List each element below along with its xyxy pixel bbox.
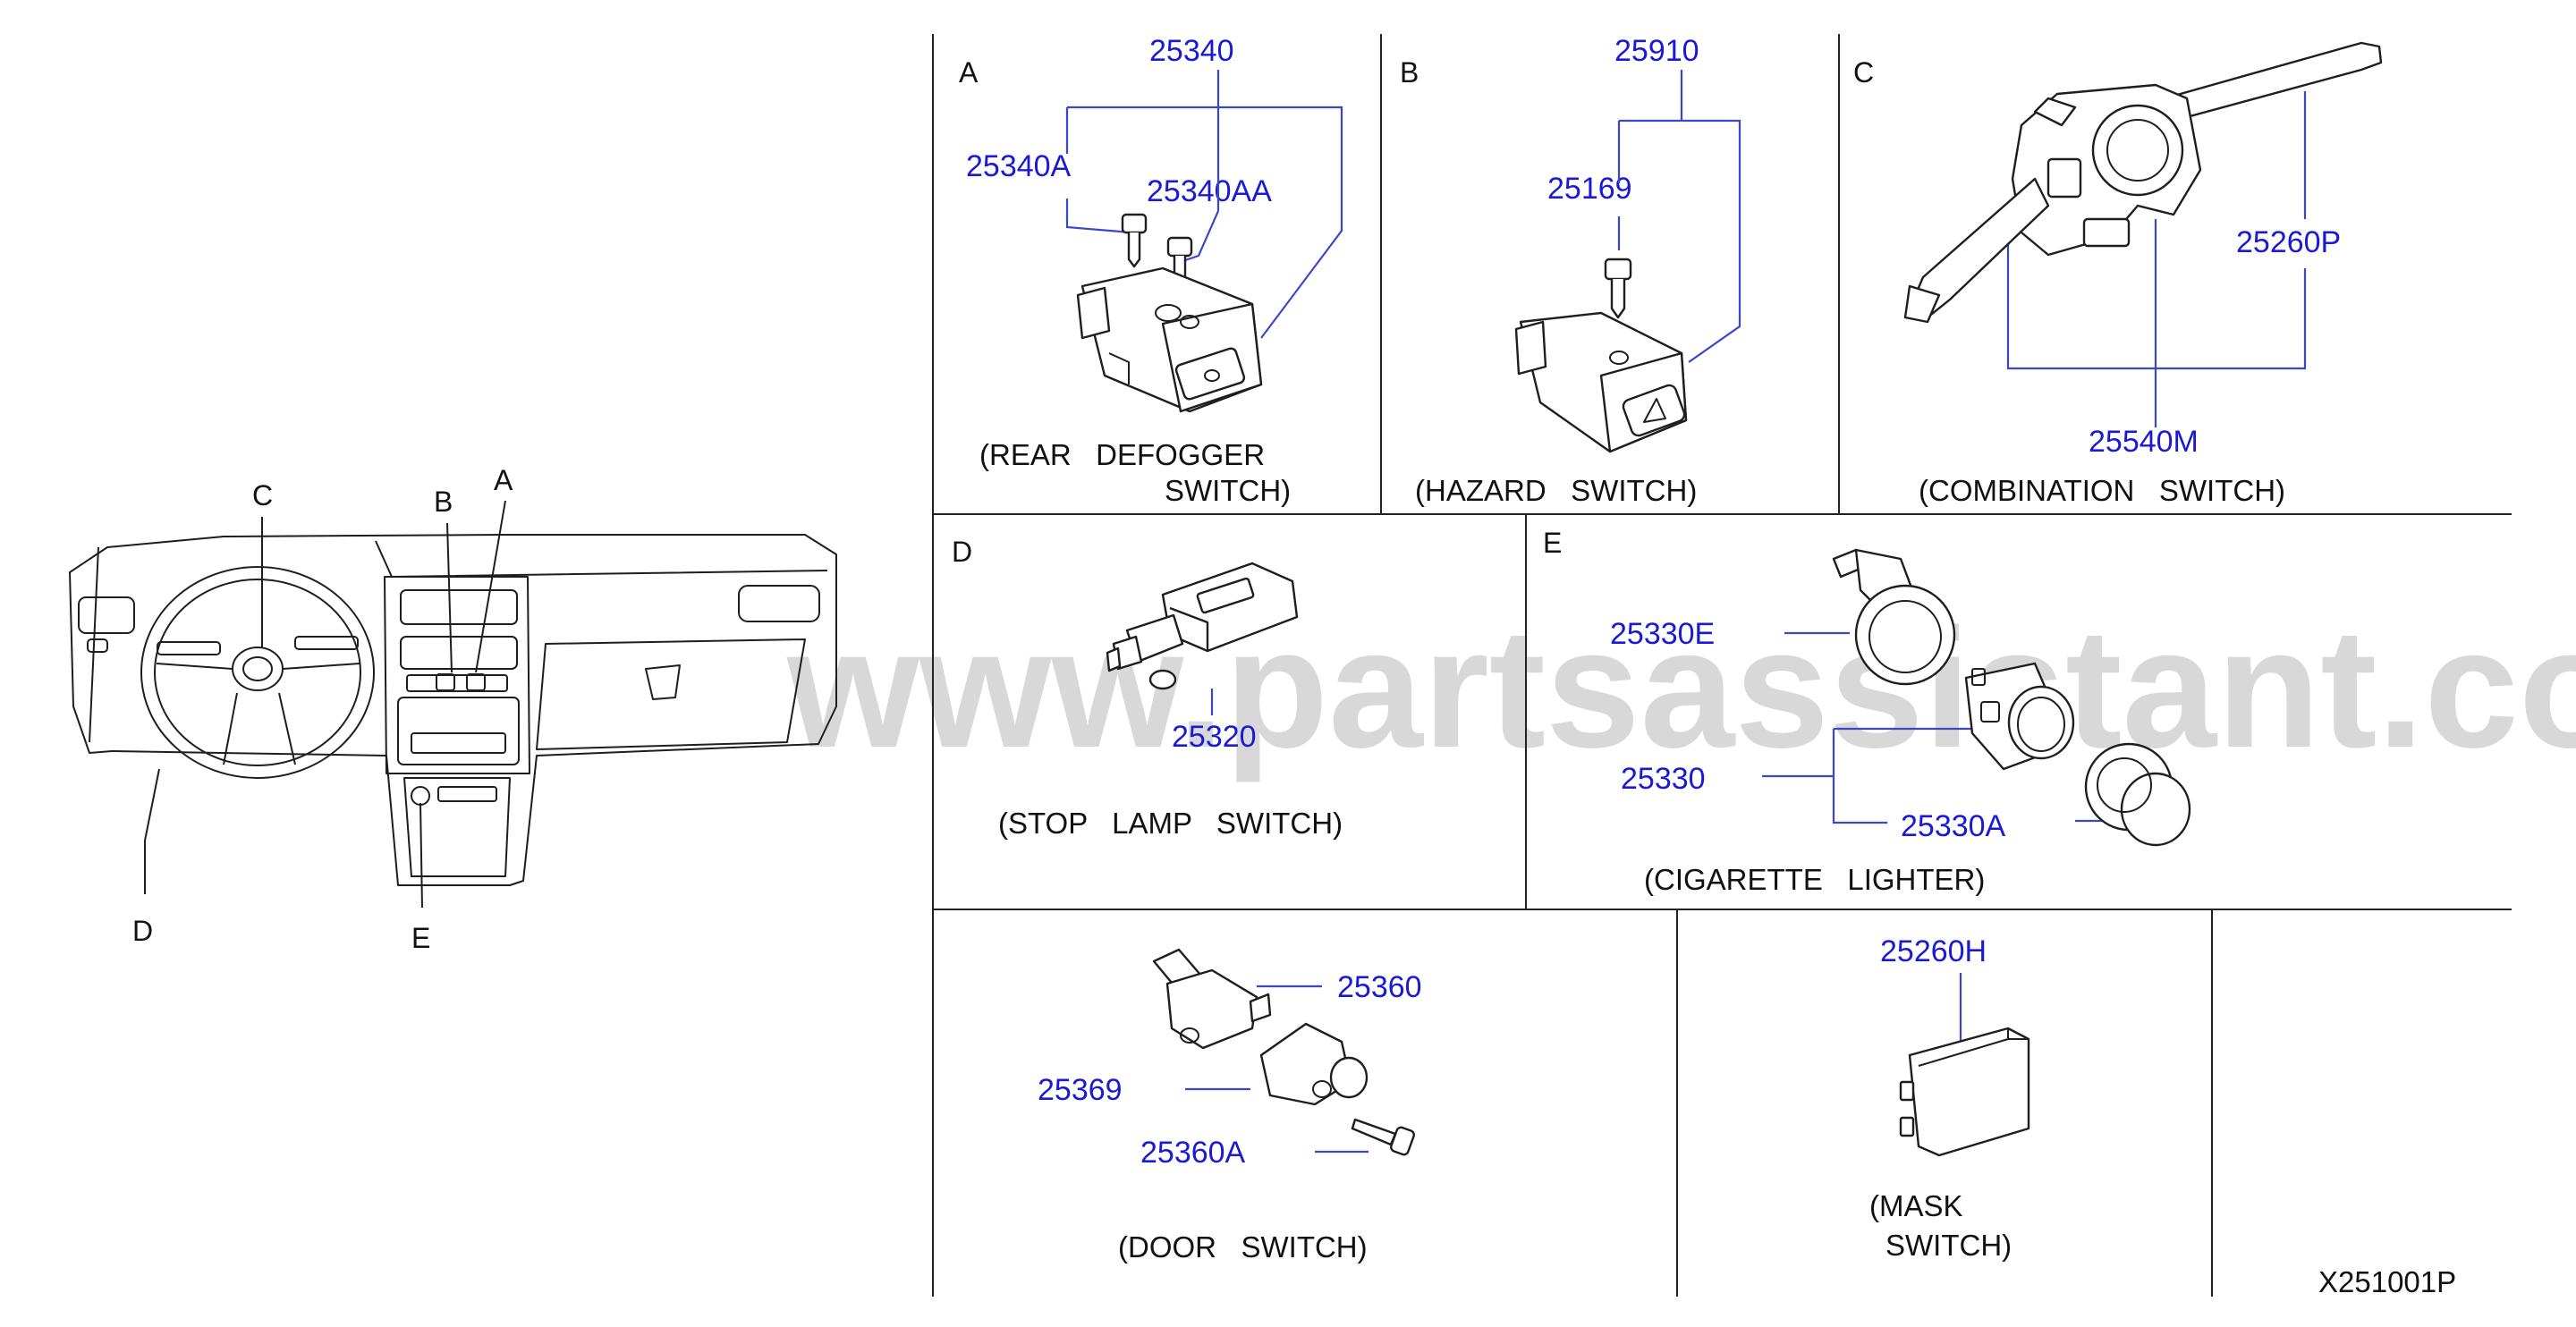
overview-label-d: D xyxy=(132,915,153,947)
part-25369: 25369 xyxy=(1038,1073,1123,1107)
drawing-number: X251001P xyxy=(2318,1265,2456,1298)
part-25330: 25330 xyxy=(1621,762,1706,796)
overview-label-c: C xyxy=(252,479,273,511)
overview-label-a: A xyxy=(494,464,513,496)
overview-label-b: B xyxy=(434,486,453,518)
panel-door: 25360 25369 25360A (DOOR SWITCH) xyxy=(1038,948,1422,1264)
overview-label-e: E xyxy=(411,922,430,954)
panel-b-caption: (HAZARD SWITCH) xyxy=(1415,474,1697,507)
panel-a-caption-1: (REAR DEFOGGER xyxy=(979,438,1265,471)
panel-e-caption: (CIGARETTE LIGHTER) xyxy=(1644,863,1985,896)
door-switch-icon xyxy=(1152,948,1415,1156)
part-25260h: 25260H xyxy=(1880,934,1987,968)
part-25340aa: 25340AA xyxy=(1147,174,1272,208)
combination-switch-icon xyxy=(1903,41,2383,324)
overview-labels: C B A D E xyxy=(132,464,513,954)
rear-defogger-switch-icon xyxy=(1076,266,1263,413)
part-25360a: 25360A xyxy=(1140,1136,1246,1170)
part-25540m: 25540M xyxy=(2089,425,2199,459)
panel-a: A 25340 25340A 25340AA (REAR DEFOGGER SW… xyxy=(959,34,1343,507)
part-25340a: 25340A xyxy=(966,149,1072,183)
panel-e-letter: E xyxy=(1543,527,1562,559)
part-25340: 25340 xyxy=(1149,34,1234,68)
screw-icon xyxy=(1604,258,1632,319)
panel-d: D 25320 (STOP LAMP SWITCH) xyxy=(952,536,1343,840)
part-25320: 25320 xyxy=(1172,720,1257,754)
panel-c-caption: (COMBINATION SWITCH) xyxy=(1919,474,2285,507)
watermark: www.partsassistant.com xyxy=(786,594,2576,783)
panel-b: B 25910 25169 (HAZARD SWITCH) xyxy=(1400,34,1741,507)
panel-d-caption: (STOP LAMP SWITCH) xyxy=(998,807,1343,840)
part-25910: 25910 xyxy=(1614,34,1699,68)
hazard-switch-icon xyxy=(1514,311,1688,453)
dashboard-overview xyxy=(69,534,837,886)
cigarette-lighter-icon xyxy=(1832,548,2191,847)
part-25360: 25360 xyxy=(1337,970,1422,1004)
mask-switch-icon xyxy=(1899,1027,2030,1157)
panel-d-letter: D xyxy=(952,536,972,568)
part-25260p: 25260P xyxy=(2236,225,2341,259)
panel-a-caption-2: SWITCH) xyxy=(1165,474,1291,507)
panel-c: C 25260P 25540M (COMBINATION SWITCH) xyxy=(1853,41,2383,507)
part-25169: 25169 xyxy=(1547,172,1632,206)
panel-c-letter: C xyxy=(1853,56,1874,89)
panel-door-caption: (DOOR SWITCH) xyxy=(1118,1230,1368,1264)
panel-mask-caption-2: SWITCH) xyxy=(1885,1229,2012,1262)
part-25330a: 25330A xyxy=(1901,809,2006,843)
panel-b-letter: B xyxy=(1400,56,1419,89)
part-25330e: 25330E xyxy=(1610,617,1715,651)
stop-lamp-switch-icon xyxy=(1106,562,1299,690)
panel-grid xyxy=(932,34,2512,1297)
panel-mask-caption-1: (MASK xyxy=(1869,1189,1963,1222)
panel-a-letter: A xyxy=(959,56,979,89)
panel-e: E 25330E 25330 25330A (CIGARETTE LIGHTER… xyxy=(1543,527,2191,896)
panel-mask: 25260H (MASK SWITCH) xyxy=(1869,934,2030,1262)
